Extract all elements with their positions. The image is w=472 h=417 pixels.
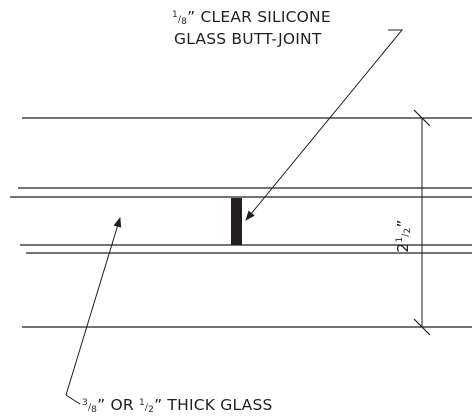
glass-callout: 3/8” OR 1/2” THICK GLASS xyxy=(82,396,273,415)
glass-callout-line: 3/8” OR 1/2” THICK GLASS xyxy=(82,396,273,415)
dimension-tick-bottom xyxy=(413,318,431,336)
joint-callout: 1/8” CLEAR SILICONE GLASS BUTT-JOINT xyxy=(172,8,331,48)
glass-frac2-den: 2 xyxy=(148,405,154,415)
glass-frac2-num: 1 xyxy=(139,398,145,408)
dimension-tick-top xyxy=(413,109,431,127)
joint-frac-den: 8 xyxy=(181,17,187,27)
joint-line1-rest: ” CLEAR SILICONE xyxy=(187,8,331,26)
dimension-inch-mark: ” xyxy=(394,219,412,227)
glass-leader-line xyxy=(65,217,122,405)
dimension-whole: 2 xyxy=(394,243,412,253)
joint-leader-line xyxy=(245,29,404,221)
dimension-frac-den: 2 xyxy=(403,228,413,234)
svg-text:21/2”: 21/2” xyxy=(394,219,413,252)
glass-rest: ” THICK GLASS xyxy=(154,396,272,414)
glass-frac1-den: 8 xyxy=(91,405,97,415)
glass-mid: ” OR xyxy=(97,396,139,414)
joint-frac-num: 1 xyxy=(172,10,178,20)
glass-frac1-num: 3 xyxy=(82,398,88,408)
dimension-label: 21/2” xyxy=(394,219,413,252)
joint-callout-line2: GLASS BUTT-JOINT xyxy=(174,30,322,48)
silicone-butt-joint xyxy=(231,198,242,245)
joint-callout-line1: 1/8” CLEAR SILICONE xyxy=(172,8,331,27)
dimension-frac-num: 1 xyxy=(395,237,405,243)
